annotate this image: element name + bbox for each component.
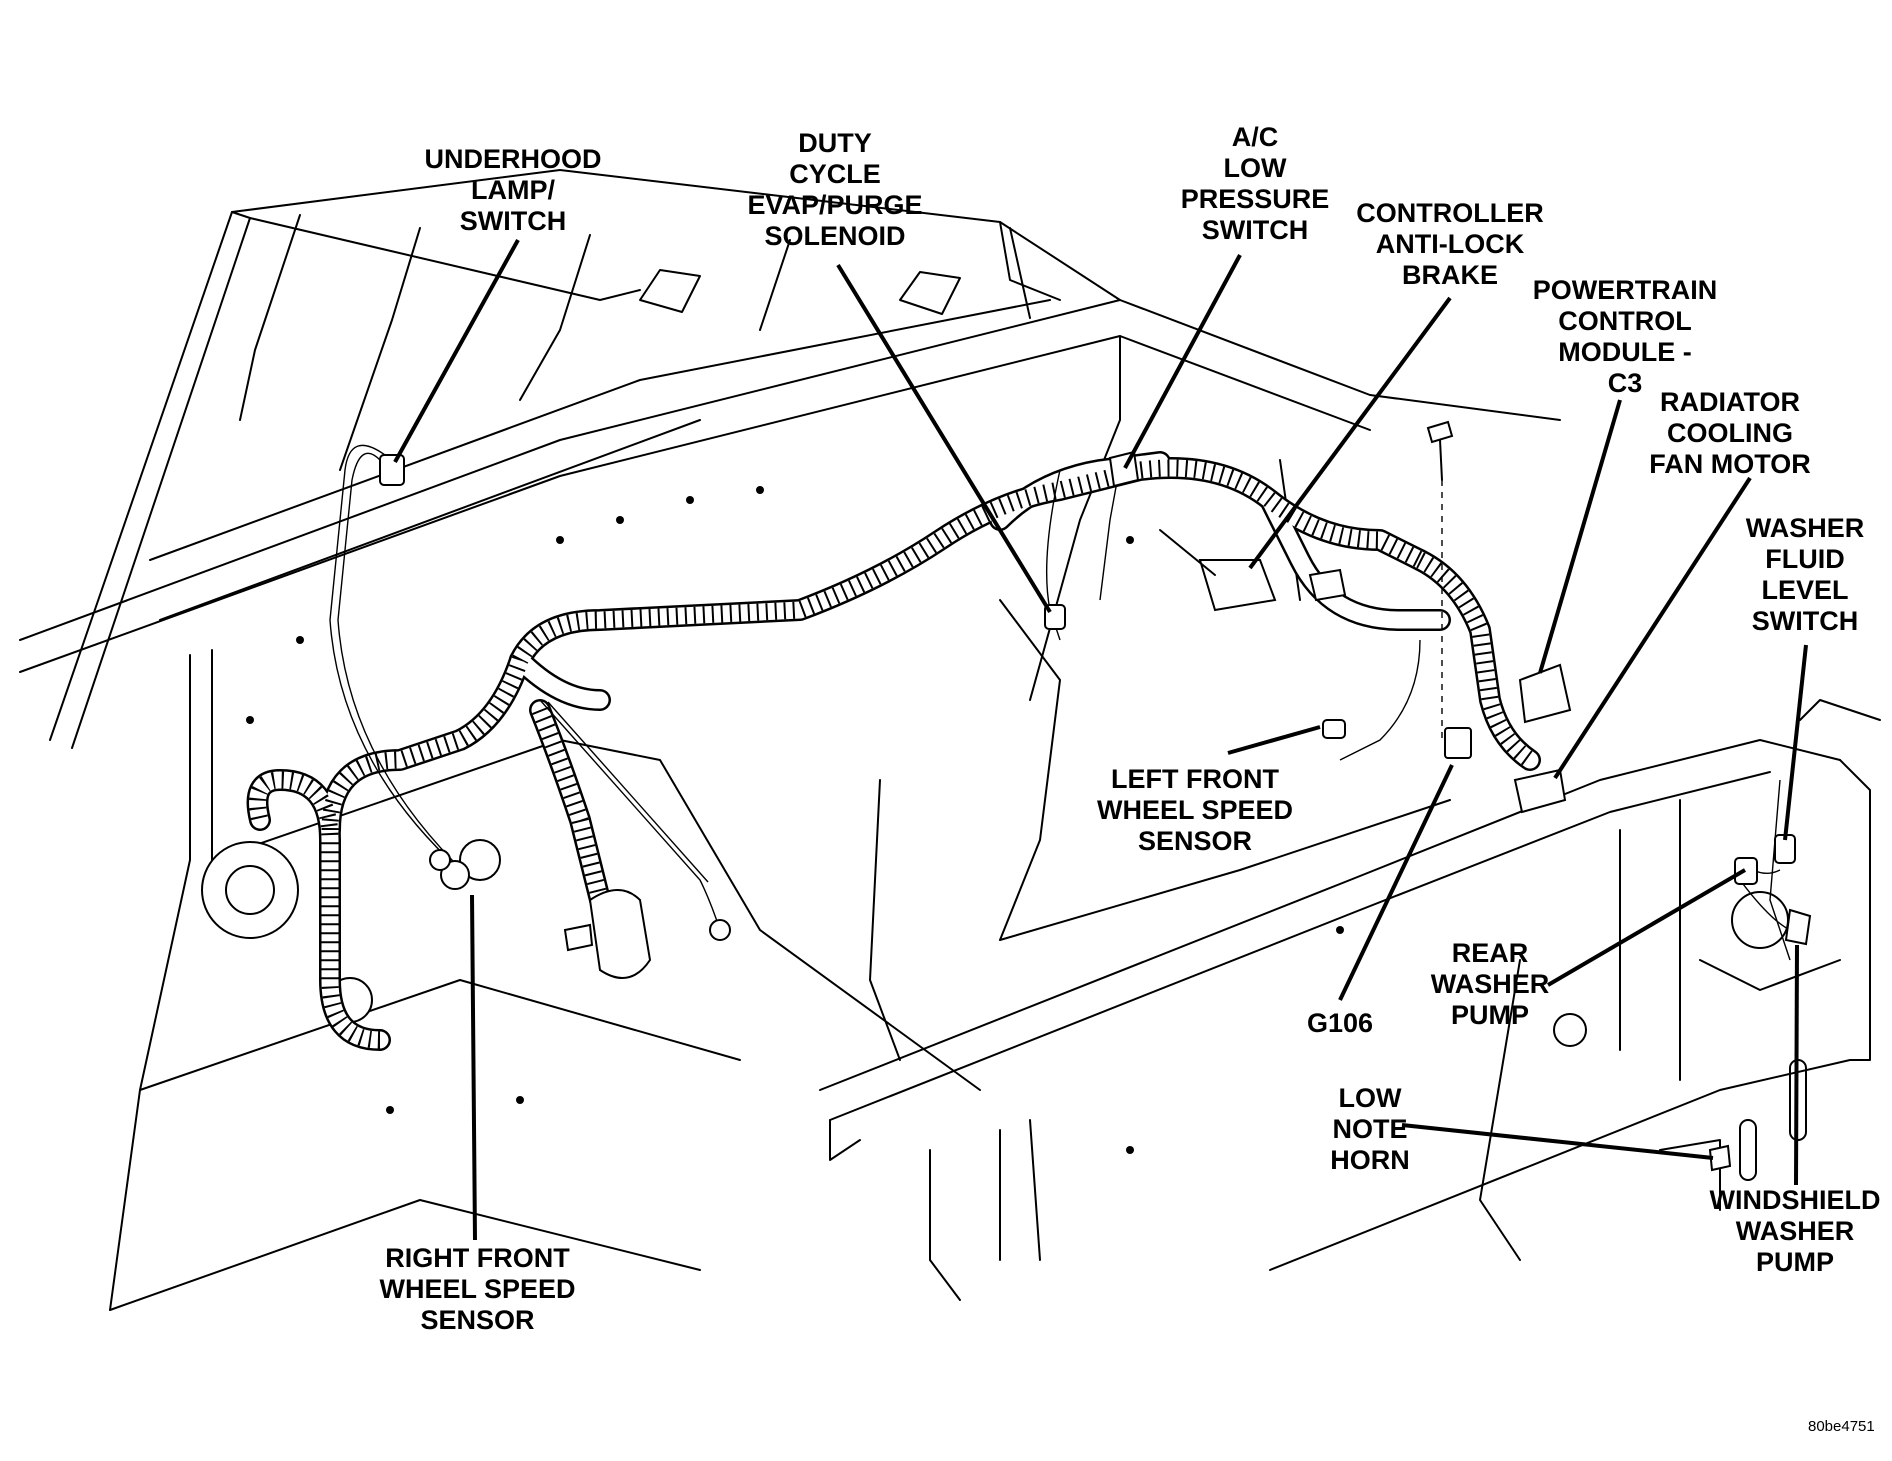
abs-mount-bolt bbox=[1159, 529, 1216, 576]
abs-controller-connector bbox=[1198, 559, 1277, 612]
label-duty-cycle-evap-purge-solenoid: DUTY CYCLE EVAP/PURGE SOLENOID bbox=[747, 128, 923, 251]
arrow-left-wheel-sensor bbox=[1227, 725, 1321, 755]
arrow-underhood-lamp bbox=[393, 239, 520, 463]
main-wiring-harness bbox=[246, 451, 1541, 1051]
components bbox=[379, 420, 1812, 1172]
arrow-abs-controller bbox=[1248, 296, 1452, 570]
bolt-head bbox=[1426, 420, 1454, 444]
ac-switch-connector bbox=[1108, 450, 1140, 488]
arrow-ac-switch bbox=[1123, 254, 1242, 469]
g106-ground-eyelet bbox=[1444, 727, 1472, 759]
label-low-note-horn: LOW NOTE HORN bbox=[1330, 1083, 1410, 1175]
arrow-right-wheel-sensor bbox=[470, 894, 477, 1241]
arrow-windshield-washer bbox=[1794, 944, 1799, 1186]
label-rear-washer-pump: REAR WASHER PUMP bbox=[1430, 938, 1550, 1030]
leader-arrows bbox=[393, 239, 1808, 1241]
label-left-front-wheel-speed-sensor: LEFT FRONT WHEEL SPEED SENSOR bbox=[1096, 764, 1294, 856]
vacuum-canister bbox=[588, 889, 652, 979]
label-powertrain-control-module-c3: POWERTRAIN CONTROL MODULE - C3 bbox=[1532, 275, 1718, 398]
arrow-horn bbox=[1401, 1123, 1714, 1160]
fan-motor-connector bbox=[1513, 768, 1567, 814]
label-right-front-wheel-speed-sensor: RIGHT FRONT WHEEL SPEED SENSOR bbox=[379, 1243, 576, 1335]
radiator-support bbox=[819, 699, 1881, 1301]
wire-leads bbox=[329, 444, 1791, 961]
label-windshield-washer-pump: WINDSHIELD WASHER PUMP bbox=[1709, 1185, 1881, 1277]
arrow-fan-motor bbox=[1553, 476, 1752, 780]
label-controller-anti-lock-brake: CONTROLLER ANTI-LOCK BRAKE bbox=[1356, 198, 1544, 290]
label-ac-low-pressure-switch: A/C LOW PRESSURE SWITCH bbox=[1180, 122, 1330, 245]
horn-connector bbox=[1708, 1144, 1732, 1172]
right-wheel-speed-connector bbox=[440, 860, 470, 890]
pcm-connector bbox=[1518, 663, 1572, 724]
arrow-washer-switch bbox=[1783, 644, 1808, 841]
windshield-washer-pump-connector bbox=[1784, 908, 1812, 946]
label-radiator-cooling-fan-motor: RADIATOR COOLING FAN MOTOR bbox=[1649, 387, 1811, 479]
underhood-lamp-connector bbox=[379, 454, 405, 486]
arrow-pcm bbox=[1538, 399, 1622, 674]
label-underhood-lamp-switch: UNDERHOOD LAMP/ SWITCH bbox=[424, 144, 602, 236]
arrow-rear-washer bbox=[1546, 868, 1747, 987]
figure-code: 80be4751 bbox=[1808, 1418, 1875, 1435]
rear-washer-pump-connector bbox=[1734, 857, 1758, 885]
label-g106: G106 bbox=[1306, 1008, 1374, 1038]
arrow-g106 bbox=[1338, 764, 1454, 1001]
label-washer-fluid-level-switch: WASHER FLUID LEVEL SWITCH bbox=[1745, 513, 1865, 636]
left-wheel-speed-connector bbox=[1322, 719, 1346, 739]
arrow-evap-solenoid bbox=[836, 263, 1052, 614]
hood-outline bbox=[49, 169, 1121, 749]
